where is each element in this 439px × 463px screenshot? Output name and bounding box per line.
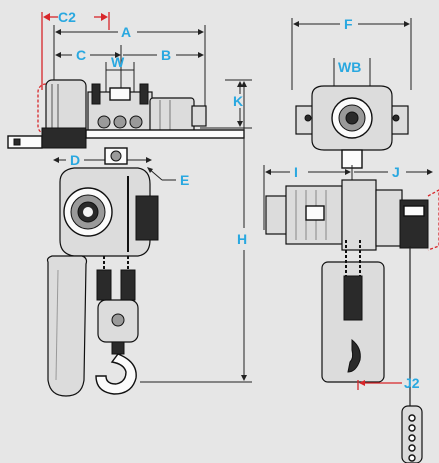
trolley-drive-motor [149,97,207,135]
front-chain-bag [321,240,385,383]
beam [7,127,245,149]
side-view: C2 A C W [7,9,252,397]
label-j: J [392,164,400,180]
hook-block [95,299,139,395]
front-hoist-body [265,179,439,251]
label-w: W [111,54,125,70]
trolley-motor-left [37,79,87,137]
label-d: D [70,152,80,168]
label-h: H [237,231,247,247]
label-e: E [180,172,189,188]
dimension-b: B [123,47,204,63]
trolley-frame [87,83,153,133]
dimension-j: J [351,164,433,180]
hoist-body [59,147,159,257]
dimension-e: E [147,167,189,188]
label-f: F [344,16,353,32]
label-b: B [161,47,171,63]
label-i: I [294,164,298,180]
front-view: F WB I [263,16,439,463]
dimension-d: D [53,152,152,168]
dimension-i: I [263,164,351,230]
load-chain [96,256,136,301]
dimension-h: H [140,81,252,383]
label-c: C [76,47,86,63]
chain-bag [46,255,88,397]
label-wb: WB [338,59,361,75]
dimension-w: W [105,54,135,92]
pendant-control [401,246,423,463]
label-a: A [121,24,131,40]
dimension-j2: J2 [357,375,420,391]
dimension-c2: C2 [41,9,110,90]
label-c2: C2 [58,9,76,25]
dimension-k: K [200,79,252,129]
front-trolley [295,85,409,169]
label-j2: J2 [404,375,420,391]
label-k: K [233,93,243,109]
dimension-f: F [291,16,412,90]
